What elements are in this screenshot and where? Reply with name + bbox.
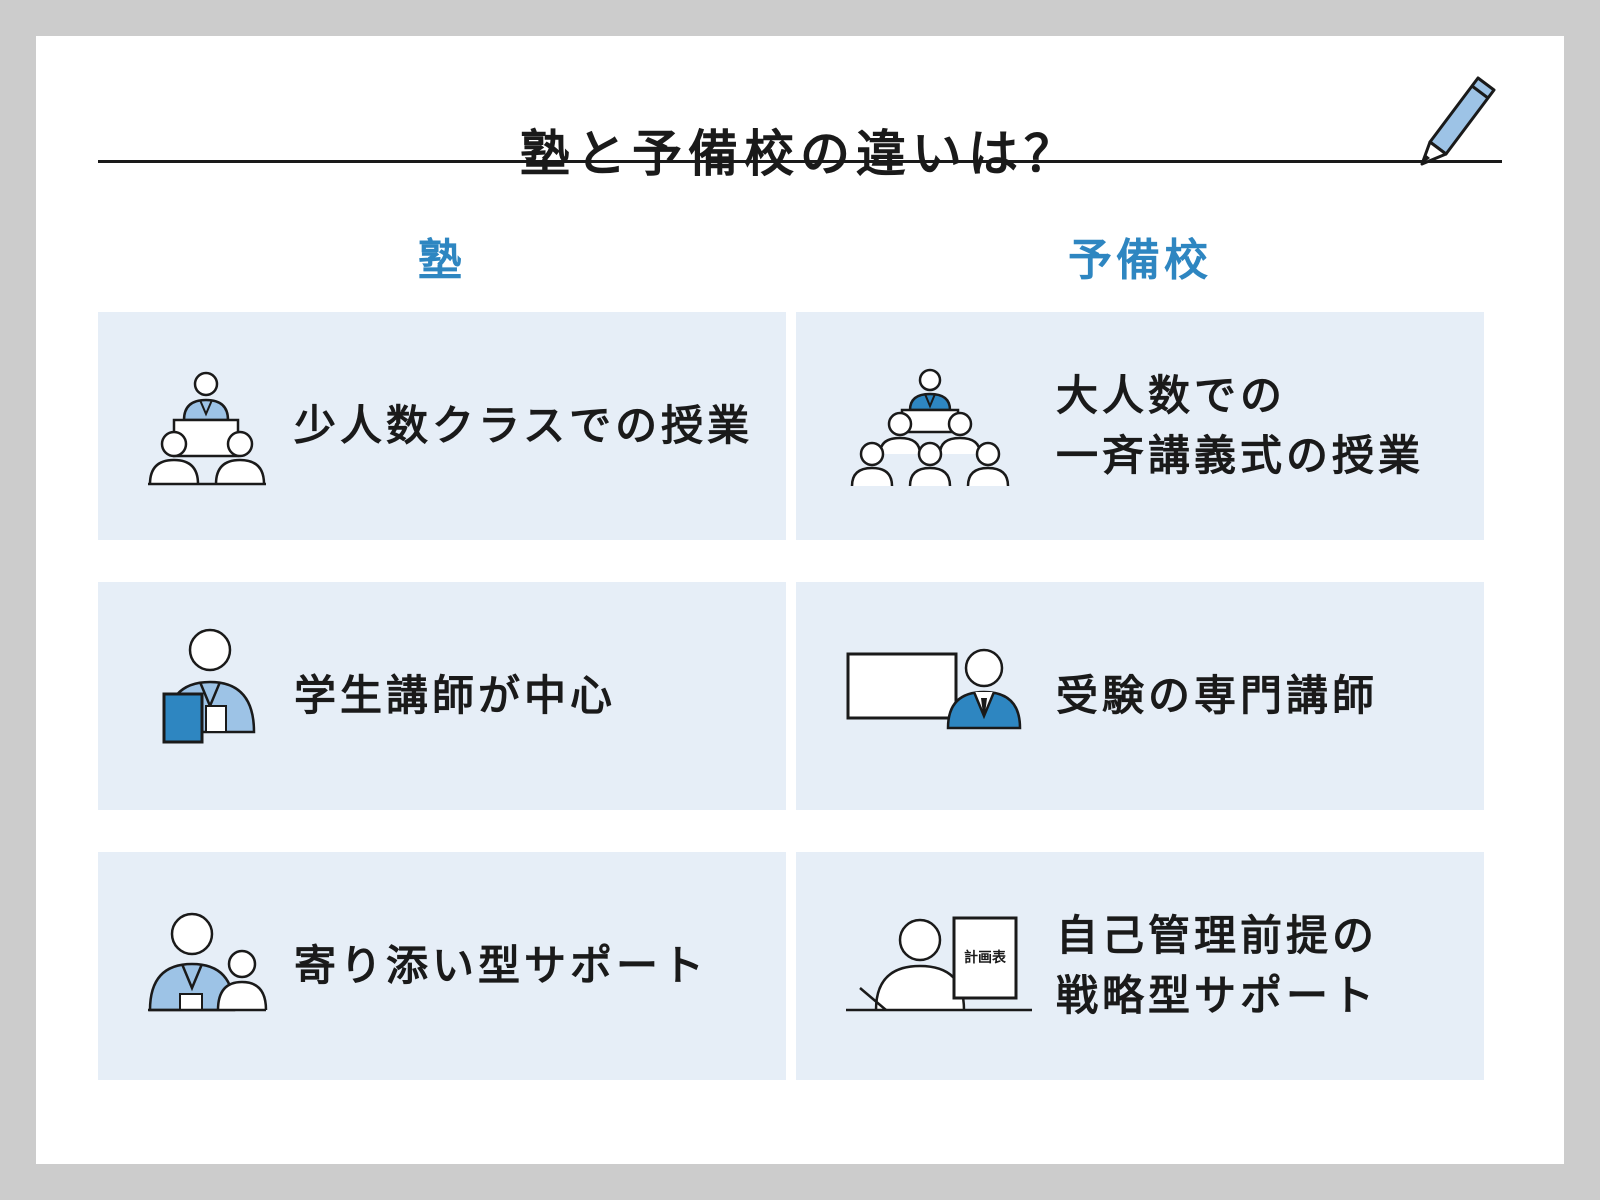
student-teacher-icon [162,628,256,744]
card-text-line: 自己管理前提の [1056,911,1379,960]
title-underline [98,160,1502,163]
card-text: 少人数クラスでの授業 [294,312,753,540]
card-text-line: 受験の専門講師 [1056,671,1379,720]
juku-card-small-class: 少人数クラスでの授業 [98,312,786,540]
card-text-line: 一斉講義式の授業 [1056,431,1425,480]
card-text: 大人数での 一斉講義式の授業 [1056,312,1424,540]
card-text-line: 戦略型サポート [1056,971,1379,1020]
page-title: 塾と予備校の違いは？ [520,125,1080,183]
close-support-icon [148,912,268,1012]
study-plan-icon: 計画表 [846,916,1032,1012]
card-text: 学生講師が中心 [294,582,616,810]
juku-card-student-teacher: 学生講師が中心 [98,582,786,810]
pencil-icon [1420,76,1496,166]
yobiko-card-large-class: 大人数での 一斉講義式の授業 [796,312,1484,540]
infographic-panel: 塾と予備校の違いは？ 塾 少人数クラスでの授業 [36,36,1564,1164]
column-heading-yobiko: 予備校 [1068,235,1212,286]
juku-card-close-support: 寄り添い型サポート [98,852,786,1080]
card-text-line: 学生講師が中心 [294,671,617,720]
large-class-icon [850,368,1010,487]
yobiko-card-study-plan: 計画表 自己管理前提の 戦略型サポート [796,852,1484,1080]
card-text-line: 少人数クラスでの授業 [294,401,754,450]
card-text: 受験の専門講師 [1056,582,1378,810]
card-text-line: 大人数での [1056,371,1287,420]
column-heading-juku: 塾 [418,235,466,286]
small-class-icon [148,371,266,486]
plan-sheet-label: 計画表 [964,949,1007,966]
card-text: 寄り添い型サポート [294,852,708,1080]
card-text-line: 寄り添い型サポート [294,941,709,990]
card-text: 自己管理前提の 戦略型サポート [1056,852,1378,1080]
professional-teacher-icon [846,648,1022,730]
yobiko-card-professional-teacher: 受験の専門講師 [796,582,1484,810]
